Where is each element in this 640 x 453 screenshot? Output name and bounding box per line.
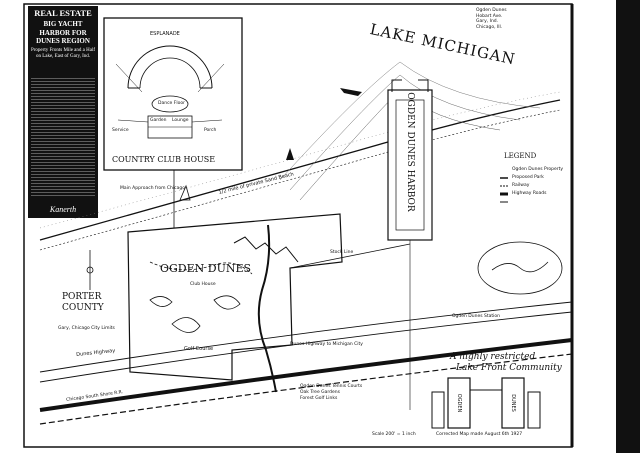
legend-title: LEGEND — [504, 152, 537, 160]
county-label: PORTER COUNTY — [62, 292, 118, 314]
inset-garden: Garden — [150, 118, 167, 123]
highway-edge — [39, 311, 573, 383]
stock-line — [289, 243, 411, 269]
restricted-line-2: Lake Front Community — [456, 363, 562, 373]
restricted-line-1: A highly restricted — [450, 352, 536, 362]
clipping-title: REAL ESTATE — [34, 8, 92, 18]
note-line: Ogden Dunes — [476, 8, 507, 13]
restricted-caption: A highly restricted Lake Front Community — [450, 352, 562, 374]
bottom-notes: Ogden Dunes Tennis Courts Oak Tree Garde… — [300, 384, 362, 402]
gate-tower-right — [501, 377, 525, 429]
golf-green-3 — [149, 296, 173, 307]
legend-item: Railway — [512, 183, 530, 188]
esplanade-arc-inner — [139, 57, 201, 89]
to-gary-note: Gary, Chicago City Limits — [58, 326, 115, 331]
station-note: Ogden Dunes Station — [452, 314, 501, 319]
clipping-subhead: Property Fronts Mile and a Half on Lake,… — [30, 47, 96, 60]
sailboat-1 — [286, 148, 294, 160]
newspaper-clipping: REAL ESTATE BIG YACHT HARBOR FOR DUNES R… — [28, 6, 98, 218]
inset-leader-3 — [117, 119, 149, 123]
gate-label-left: OGDEN — [456, 393, 462, 413]
top-right-note: Ogden Dunes Hobart Ave. Gary, Ind. Chica… — [476, 8, 507, 30]
harbor-pier-left — [391, 79, 402, 92]
corrected-note: Corrected Map made August 6th 1927 — [436, 432, 523, 437]
inset-lounge: Lounge — [172, 118, 189, 123]
to-michigan-note: Dunes Highway to Michigan City — [290, 342, 363, 347]
bottom-note: Ogden Dunes Tennis Courts — [300, 384, 363, 389]
esplanade-arc-outer — [127, 45, 213, 89]
development-label: OGDEN DUNES — [160, 262, 252, 275]
shoreline — [39, 99, 561, 241]
clubhouse-inset — [103, 17, 243, 171]
shore-dune-line — [39, 109, 561, 251]
ogden-dunes-tract — [127, 213, 343, 381]
tract-road-2 — [149, 261, 253, 275]
railway-second — [39, 353, 573, 425]
inset-porch: Porch — [204, 128, 217, 133]
legend-item: Highway Roads — [512, 191, 547, 196]
steamer-boat — [340, 88, 362, 96]
gate-tower-left — [447, 377, 471, 429]
inset-leader-1 — [115, 63, 143, 93]
gate-label-right: DUNES — [510, 394, 516, 412]
inset-leader-2 — [197, 63, 225, 93]
inset-title: COUNTRY CLUB HOUSE — [112, 155, 216, 164]
harbor-basin — [395, 99, 425, 231]
clipping-body-text — [31, 76, 95, 198]
scale-note: Scale 200' = 1 inch — [372, 432, 416, 437]
clubhouse-note: Club House — [190, 282, 216, 287]
legend-item: Ogden Dunes Property — [512, 167, 564, 172]
railway-main — [39, 338, 573, 412]
clipping-signature: Kanerth — [49, 205, 77, 214]
bottom-note: Forest Golf Links — [300, 396, 338, 401]
east-inset-road — [491, 261, 549, 273]
bottom-note: Oak Tree Gardens — [300, 390, 340, 395]
note-line: Gary, Ind. — [476, 19, 499, 24]
right-dark-strip — [616, 0, 640, 453]
county-text: PORTER COUNTY — [62, 292, 104, 313]
clipping-headline: BIG YACHT HARBOR FOR DUNES REGION — [36, 20, 90, 45]
survey-marker-dot — [86, 266, 94, 274]
harbor-contour-3 — [279, 61, 541, 181]
harbor-label: OGDEN DUNES HARBOR — [405, 92, 415, 212]
sailboat-2 — [179, 184, 191, 201]
harbor-outline — [387, 89, 433, 241]
inset-esplanade: ESPLANADE — [150, 31, 180, 37]
legend-box — [496, 150, 560, 208]
note-line: Hobart Ave. — [476, 13, 503, 19]
inset-dance-floor: Dance Floor — [158, 101, 185, 106]
inset-leader-4 — [191, 119, 223, 123]
golf-label: Golf Course — [184, 346, 214, 352]
dunes-highway — [39, 301, 573, 373]
legend-item: Proposed Park — [512, 175, 544, 180]
stock-line-note: Stock Line — [330, 250, 354, 255]
approach-note: Main Approach from Chicago — [120, 186, 185, 191]
gate-pillar-2 — [527, 391, 541, 429]
dance-floor — [151, 95, 189, 113]
harbor-contour-2 — [289, 74, 521, 191]
golf-green-1 — [171, 317, 201, 333]
gate-pillar-1 — [431, 391, 445, 429]
harbor-pier-right — [418, 79, 429, 92]
east-inset-circle — [477, 241, 563, 295]
tract-road-1 — [233, 236, 299, 263]
main-approach-road — [257, 224, 277, 393]
note-line: Chicago, Ill. — [476, 24, 503, 30]
golf-green-2 — [213, 295, 241, 310]
legend: LEGEND Ogden Dunes Property Proposed Par… — [500, 152, 563, 198]
inset-service: Service — [112, 128, 129, 133]
